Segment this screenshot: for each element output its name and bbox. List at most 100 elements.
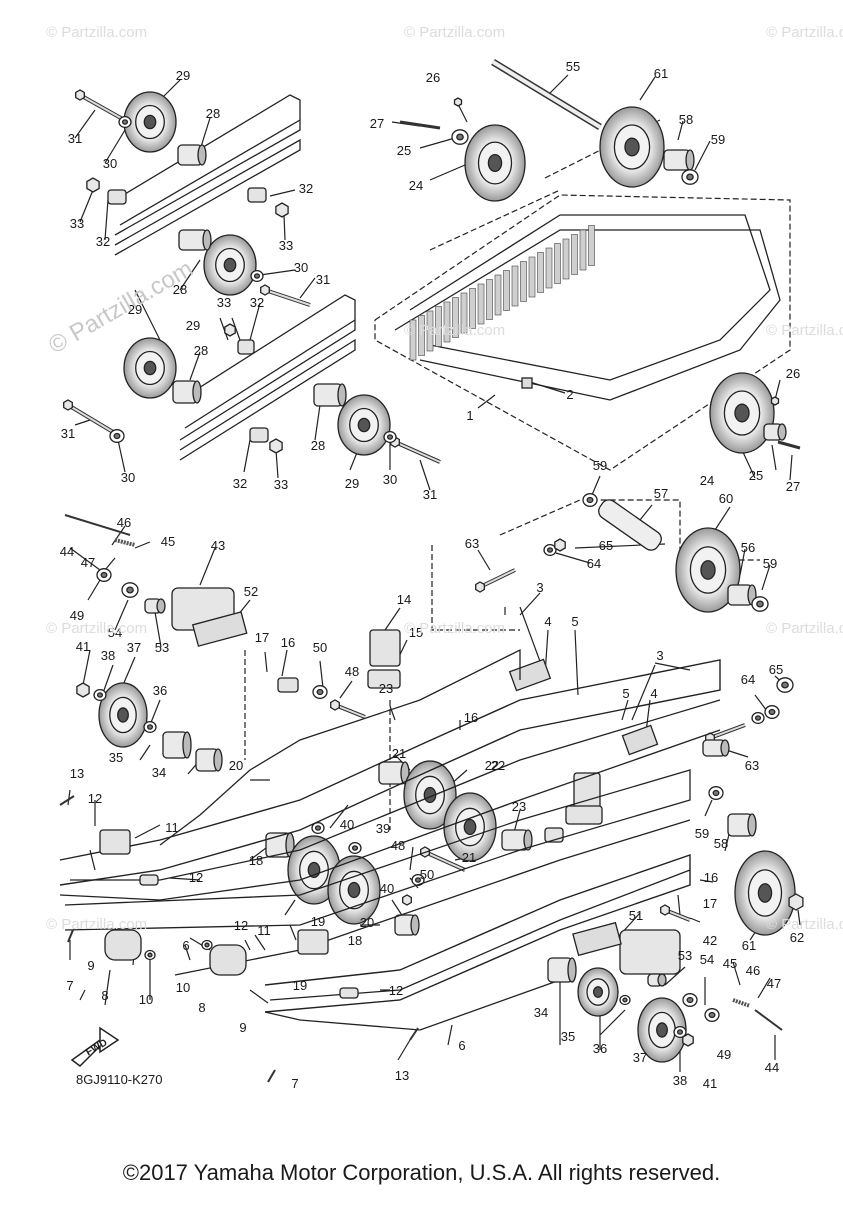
- callout-3: 3: [536, 580, 543, 595]
- washer-hole: [686, 173, 694, 181]
- washer-hole: [146, 724, 154, 730]
- block-part: [107, 189, 127, 205]
- watermark-bottom-left: © Partzilla.com: [46, 916, 148, 933]
- callout-55: 55: [566, 59, 580, 74]
- washer-hole: [147, 952, 153, 958]
- callout-35: 35: [109, 750, 123, 765]
- wheel-bore: [143, 114, 157, 130]
- callout-29: 29: [345, 476, 359, 491]
- callout-6: 6: [182, 938, 189, 953]
- wheel-bore: [487, 153, 503, 173]
- callout-4: 4: [544, 614, 551, 629]
- callout-10: 10: [139, 992, 153, 1007]
- callout-64: 64: [587, 556, 601, 571]
- callout-32: 32: [250, 295, 264, 310]
- rail-outline: [269, 869, 691, 1001]
- washer-hole: [622, 997, 628, 1003]
- track-lug: [469, 288, 476, 329]
- callout-17: 17: [255, 630, 269, 645]
- leader-line: [79, 189, 94, 223]
- callout-23: 23: [512, 799, 526, 814]
- callout-9: 9: [239, 1020, 246, 1035]
- leader-line: [389, 705, 396, 721]
- leader-line: [547, 74, 569, 96]
- leader-line: [134, 824, 161, 839]
- callout-30: 30: [294, 260, 308, 275]
- nut: [475, 581, 485, 593]
- bolt-shank-hl: [67, 404, 119, 436]
- callout-65: 65: [769, 662, 783, 677]
- callout-14: 14: [397, 592, 411, 607]
- callout-29: 29: [176, 68, 190, 83]
- bracket-4r: [621, 724, 659, 756]
- bolt-27: [399, 120, 441, 130]
- block-part: [247, 187, 267, 203]
- leader-line: [599, 1009, 626, 1036]
- nut: [224, 323, 236, 337]
- callout-46: 46: [117, 515, 131, 530]
- track-lug: [409, 319, 417, 361]
- leader-line: [574, 629, 579, 696]
- track-lug: [554, 243, 561, 284]
- watermark-top-center: © Partzilla.com: [404, 24, 506, 41]
- track-lug: [571, 234, 578, 275]
- callout-48: 48: [391, 838, 405, 853]
- leader-line: [122, 656, 136, 686]
- leader-line: [87, 579, 101, 601]
- bushing-end: [202, 229, 212, 251]
- callout-31: 31: [68, 131, 82, 146]
- block-part: [367, 669, 401, 689]
- wheel-bore: [656, 1022, 668, 1038]
- callout-7: 7: [66, 978, 73, 993]
- bolt-27b: [777, 440, 801, 450]
- bushing-end: [197, 144, 207, 166]
- shaft-57: [598, 499, 662, 551]
- leader-line: [757, 977, 771, 999]
- wheel-bore: [463, 818, 477, 836]
- leader-line: [69, 547, 101, 571]
- leader-line: [79, 989, 86, 1001]
- wheel-bore: [624, 137, 640, 157]
- washer-hole: [756, 600, 764, 608]
- callout-59: 59: [695, 826, 709, 841]
- callout-32: 32: [299, 181, 313, 196]
- plate-52: [191, 611, 248, 647]
- watermark-part-area: © Partzilla.com: [404, 322, 506, 339]
- callout-27: 27: [786, 479, 800, 494]
- rail-outline: [114, 138, 301, 256]
- bushing-end: [410, 914, 420, 936]
- washer-hole: [754, 715, 762, 721]
- leader-line: [104, 129, 126, 164]
- track-lug: [511, 265, 519, 307]
- nut: [76, 682, 90, 698]
- callout-43: 43: [211, 538, 225, 553]
- callout-28: 28: [173, 282, 187, 297]
- callout-24: 24: [700, 473, 714, 488]
- callout-33: 33: [274, 477, 288, 492]
- track-lug: [562, 238, 570, 280]
- nut: [269, 438, 283, 454]
- nut: [275, 202, 289, 218]
- axle-55-hl: [491, 60, 602, 129]
- wheel-bore: [223, 257, 237, 273]
- leader-line: [199, 547, 216, 586]
- callout-22: 22: [491, 758, 505, 773]
- rod-44: [64, 514, 131, 536]
- washer-hole: [204, 942, 210, 948]
- leader-line: [184, 944, 191, 961]
- track-lug: [579, 229, 587, 271]
- nut: [788, 893, 804, 911]
- callout-41: 41: [703, 1076, 717, 1091]
- block-part: [249, 427, 269, 443]
- bolt-shank-hl: [394, 441, 441, 463]
- callout-28: 28: [206, 106, 220, 121]
- leader-line: [219, 317, 229, 341]
- leader-line: [244, 939, 251, 951]
- block-part: [297, 929, 329, 955]
- callout-18: 18: [348, 933, 362, 948]
- callout-28: 28: [311, 438, 325, 453]
- callout-30: 30: [383, 472, 397, 487]
- callout-36: 36: [593, 1041, 607, 1056]
- track-lug: [503, 270, 510, 311]
- leader-line: [397, 1039, 411, 1061]
